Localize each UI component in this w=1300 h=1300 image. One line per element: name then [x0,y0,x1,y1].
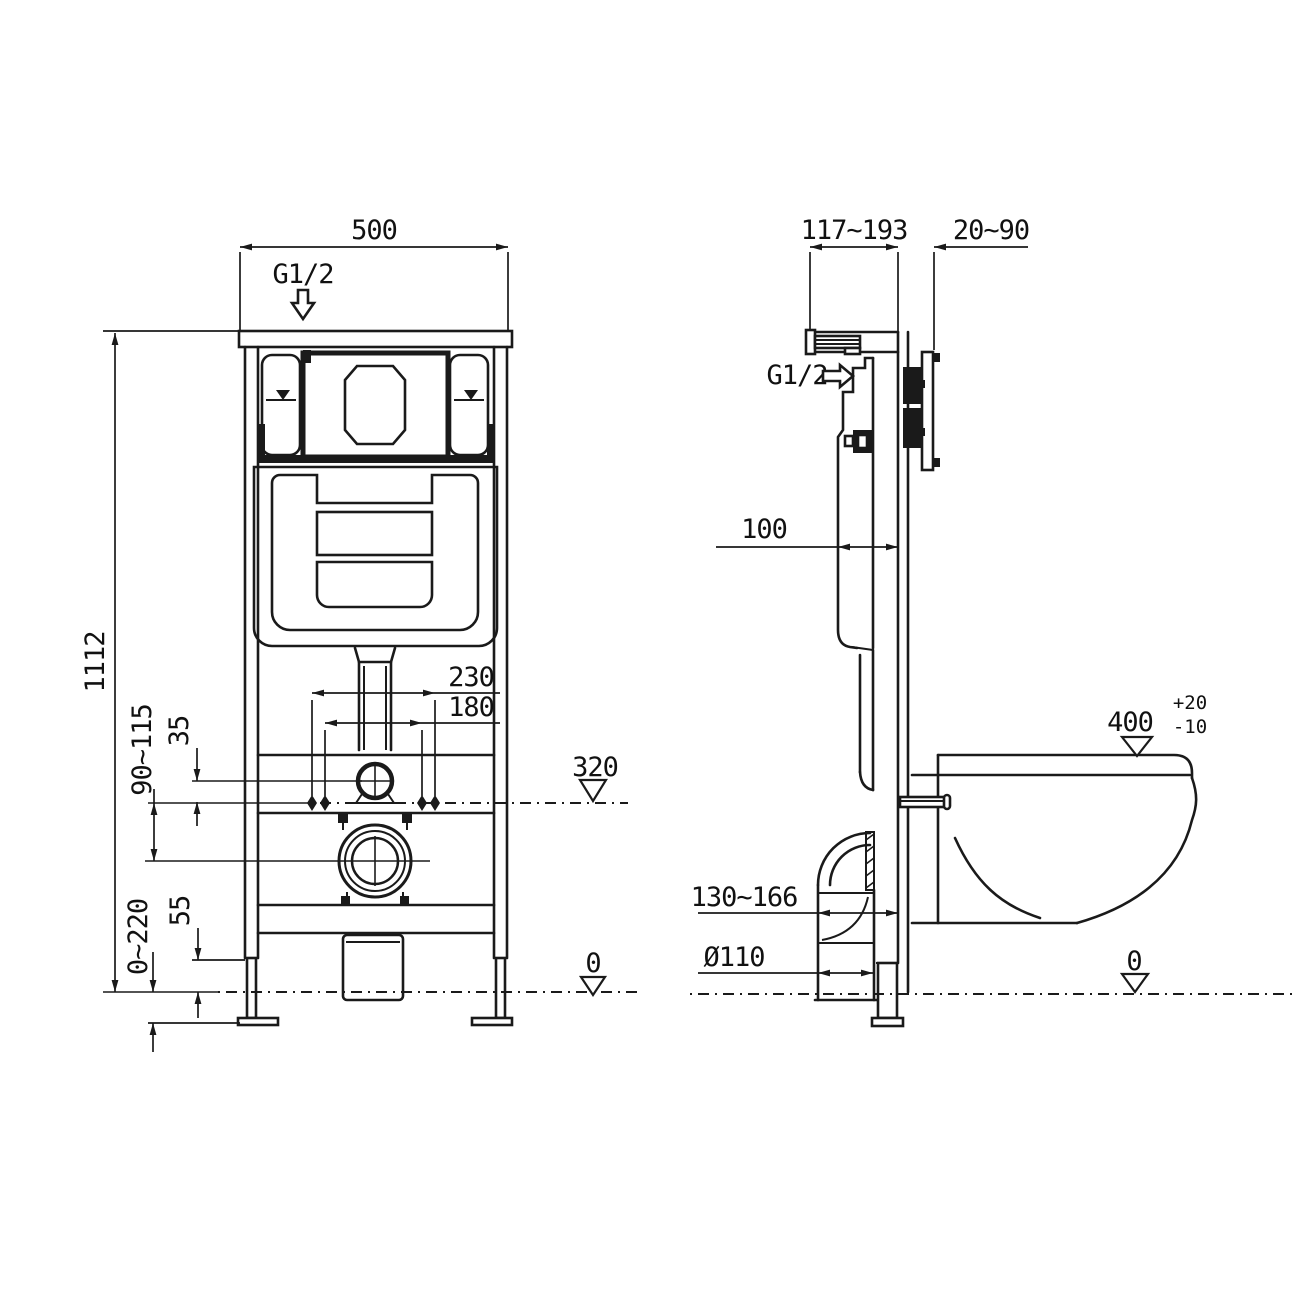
front-drain-connector [337,813,413,905]
front-floor-label: 0 [585,948,600,979]
side-flush-unit [903,350,940,472]
side-floor-label: 0 [1126,946,1141,977]
side-bracket-range-label: 117~193 [801,215,908,246]
side-drain-diameter-label: Ø110 [703,942,764,973]
front-bar-height-label: 55 [165,896,196,927]
level-marker-icon [578,975,608,997]
side-bowl-height-label: 400 [1107,707,1153,738]
front-inlet-label: G1/2 [272,259,333,290]
front-cistern [252,465,499,752]
front-outlet-height-label: 90~115 [127,704,158,796]
level-marker-icon [1119,735,1155,758]
side-bracket [804,328,900,356]
level-marker-icon [1119,972,1151,994]
front-spacing-inner-label: 180 [448,692,494,723]
down-arrow-icon [289,288,317,322]
front-access-box [258,350,494,463]
side-frame [870,330,910,1028]
front-width-label: 500 [351,215,397,246]
side-drain-elbow [813,831,879,1002]
front-spacing-outer-label: 230 [448,662,494,693]
side-outlet-distance-label: 130~166 [691,882,798,913]
front-height-label: 1112 [80,631,111,692]
front-inlet-elbow [352,761,398,804]
front-view: 500 G1/2 230 180 1112 90~115 [80,215,640,1052]
right-arrow-icon [821,362,856,390]
level-marker-icon [578,778,608,804]
side-toilet-bowl [898,753,1198,925]
side-depth-label: 100 [741,514,787,545]
front-button-level-label: 320 [572,752,618,783]
side-view: 117~193 20~90 G1/2 100 400 +20 -10 130~1… [690,215,1292,1028]
front-dimensions: 500 G1/2 230 180 1112 90~115 [80,215,619,1052]
side-dimensions: 117~193 20~90 G1/2 100 400 +20 -10 130~1… [691,215,1207,994]
side-bowl-tol-minus: -10 [1173,716,1207,738]
front-drain-box [341,933,405,1002]
front-inlet-offset-label: 35 [164,716,195,747]
side-bowl-tol-plus: +20 [1173,692,1207,714]
side-inlet-label: G1/2 [766,360,827,391]
side-wall-range-label: 20~90 [953,215,1029,246]
side-cistern [836,356,875,792]
front-reference-lines [103,780,640,993]
front-leg-range-label: 0~220 [123,899,154,975]
